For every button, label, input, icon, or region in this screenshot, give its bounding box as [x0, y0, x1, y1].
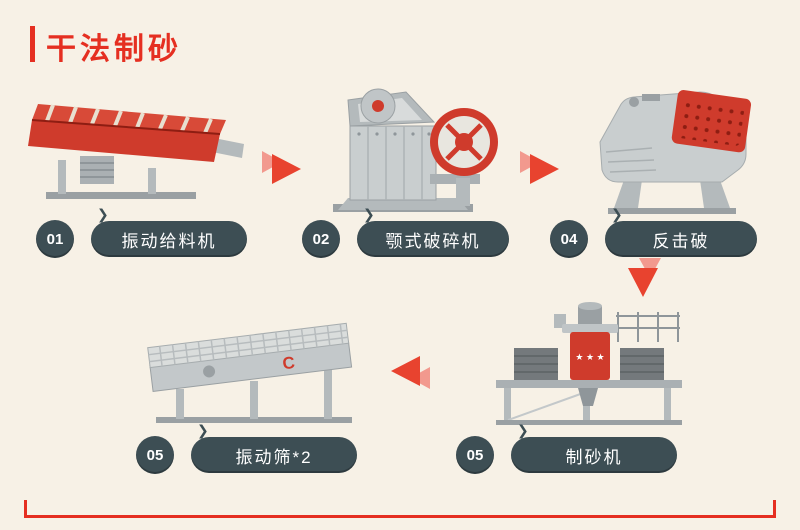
step-impact-crusher: 04 ❯ 反击破 — [550, 206, 757, 258]
arrow-left-icon — [388, 352, 432, 392]
chevron-decoration-icon: ❯ — [363, 206, 375, 222]
step-sand-making-machine: 05 ❯ 制砂机 — [456, 422, 677, 474]
jaw-crusher-illustration — [318, 78, 503, 218]
step-label-text: 振动给料机 — [121, 231, 217, 251]
step-number-badge: 04 — [550, 220, 588, 258]
chevron-decoration-icon: ❯ — [517, 422, 529, 438]
step-label-sand-making-machine: ❯ 制砂机 — [511, 422, 677, 473]
bottom-left-corner-accent — [24, 500, 27, 518]
bottom-border-accent — [24, 515, 776, 518]
bottom-right-corner-accent — [773, 500, 776, 518]
step-label-text: 反击破 — [652, 231, 710, 251]
vibrating-feeder-illustration — [28, 92, 258, 207]
title-accent-bar — [30, 26, 35, 62]
chevron-decoration-icon: ❯ — [97, 206, 109, 222]
screen-logo-letter: C — [281, 353, 296, 373]
arrow-down-icon — [624, 256, 664, 300]
step-number-badge: 01 — [36, 220, 74, 258]
chevron-decoration-icon: ❯ — [611, 206, 623, 222]
step-label-vibrating-feeder: ❯ 振动给料机 — [91, 206, 247, 257]
chevron-decoration-icon: ❯ — [197, 422, 209, 438]
step-label-vibrating-screen: ❯ 振动筛*2 — [191, 422, 357, 473]
impact-crusher-illustration — [582, 82, 762, 217]
arrow-right-icon — [260, 148, 304, 188]
step-jaw-crusher: 02 ❯ 颚式破碎机 — [302, 206, 509, 258]
step-label-text: 颚式破碎机 — [385, 231, 481, 251]
step-label-impact-crusher: ❯ 反击破 — [605, 206, 757, 257]
sand-maker-stars-decoration: ★ ★ ★ — [575, 352, 604, 362]
step-label-text: 振动筛*2 — [235, 447, 313, 467]
step-number-badge: 02 — [302, 220, 340, 258]
step-number-badge: 05 — [456, 436, 494, 474]
step-number-badge: 05 — [136, 436, 174, 474]
step-label-jaw-crusher: ❯ 颚式破碎机 — [357, 206, 509, 257]
step-label-text: 制砂机 — [565, 447, 623, 467]
sand-making-machine-illustration: ★ ★ ★ — [488, 298, 688, 428]
step-vibrating-feeder: 01 ❯ 振动给料机 — [36, 206, 247, 258]
vibrating-screen-illustration: C — [138, 305, 368, 430]
page-title: 干法制砂 — [46, 33, 182, 66]
arrow-right-icon — [518, 148, 562, 188]
step-vibrating-screen: 05 ❯ 振动筛*2 — [136, 422, 357, 474]
